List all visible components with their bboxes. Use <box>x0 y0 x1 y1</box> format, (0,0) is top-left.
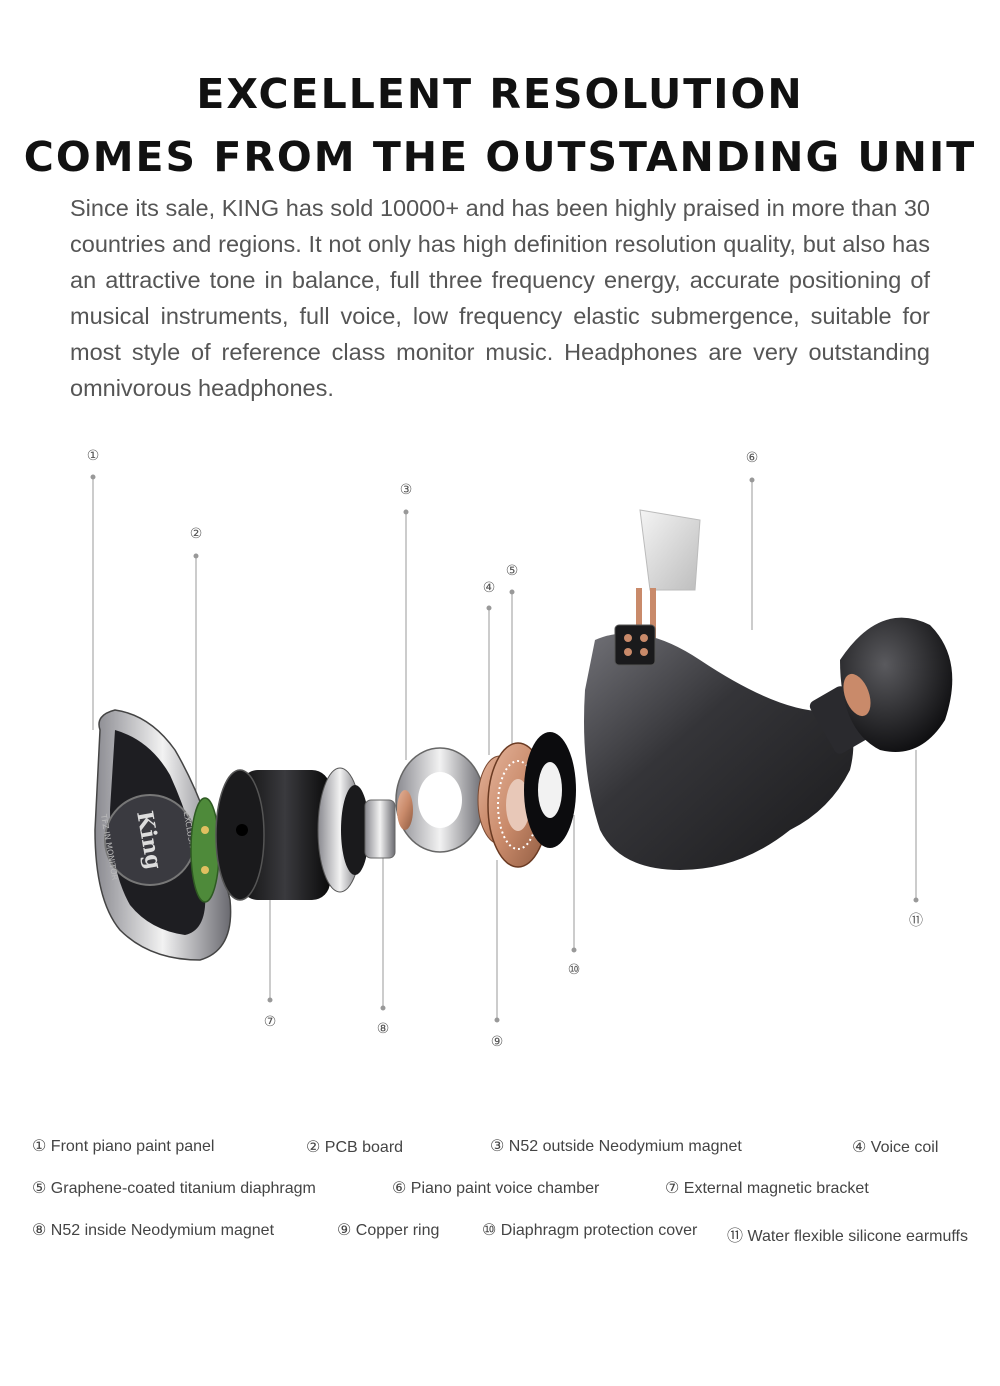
legend-item-5: ⑤ Graphene-coated titanium diaphragm <box>32 1180 316 1197</box>
callout-6: ⑥ <box>745 450 759 466</box>
legend-item-6: ⑥ Piano paint voice chamber <box>392 1180 600 1197</box>
legend-item-8: ⑧ N52 inside Neodymium magnet <box>32 1222 275 1239</box>
ear-tip-part <box>840 617 953 752</box>
legend-item-3: ③ N52 outside Neodymium magnet <box>490 1138 742 1155</box>
callout-11: ⑪ <box>909 913 923 929</box>
callout-2: ② <box>189 526 203 542</box>
outside-magnet-part <box>395 747 485 853</box>
callout-10: ⑩ <box>567 962 581 978</box>
legend-item-7: ⑦ External magnetic bracket <box>665 1180 869 1197</box>
title-line-2: COMES FROM THE OUTSTANDING UNIT <box>23 133 977 181</box>
callout-4: ④ <box>482 580 496 596</box>
magnetic-bracket-part <box>215 769 330 901</box>
protection-cover-part <box>524 732 576 848</box>
title-line-1: EXCELLENT RESOLUTION <box>196 70 804 118</box>
legend-item-1: ① Front piano paint panel <box>32 1138 215 1155</box>
callout-3: ③ <box>399 482 413 498</box>
description-paragraph: Since its sale, KING has sold 10000+ and… <box>70 195 930 401</box>
callout-9: ⑨ <box>490 1034 504 1050</box>
legend-item-11: ⑪ Water flexible silicone earmuffs <box>727 1228 968 1245</box>
callout-8: ⑧ <box>376 1021 390 1037</box>
faceplate-part: King EXCLUSIVE TFZ IN MONITOR <box>94 709 232 961</box>
exploded-earphone-illustration: King EXCLUSIVE TFZ IN MONITOR <box>90 474 953 1023</box>
legend-item-9: ⑨ Copper ring <box>337 1222 440 1239</box>
legend-item-4: ④ Voice coil <box>852 1139 939 1156</box>
callout-5: ⑤ <box>505 563 519 579</box>
legend-item-10: ⑩ Diaphragm protection cover <box>482 1222 698 1239</box>
pcb-board-part <box>190 797 220 903</box>
legend-item-2: ② PCB board <box>306 1139 404 1156</box>
callout-1: ① <box>86 448 100 464</box>
voice-chamber-part <box>584 509 871 870</box>
callout-7: ⑦ <box>263 1014 277 1030</box>
inside-magnet-part <box>364 799 396 859</box>
